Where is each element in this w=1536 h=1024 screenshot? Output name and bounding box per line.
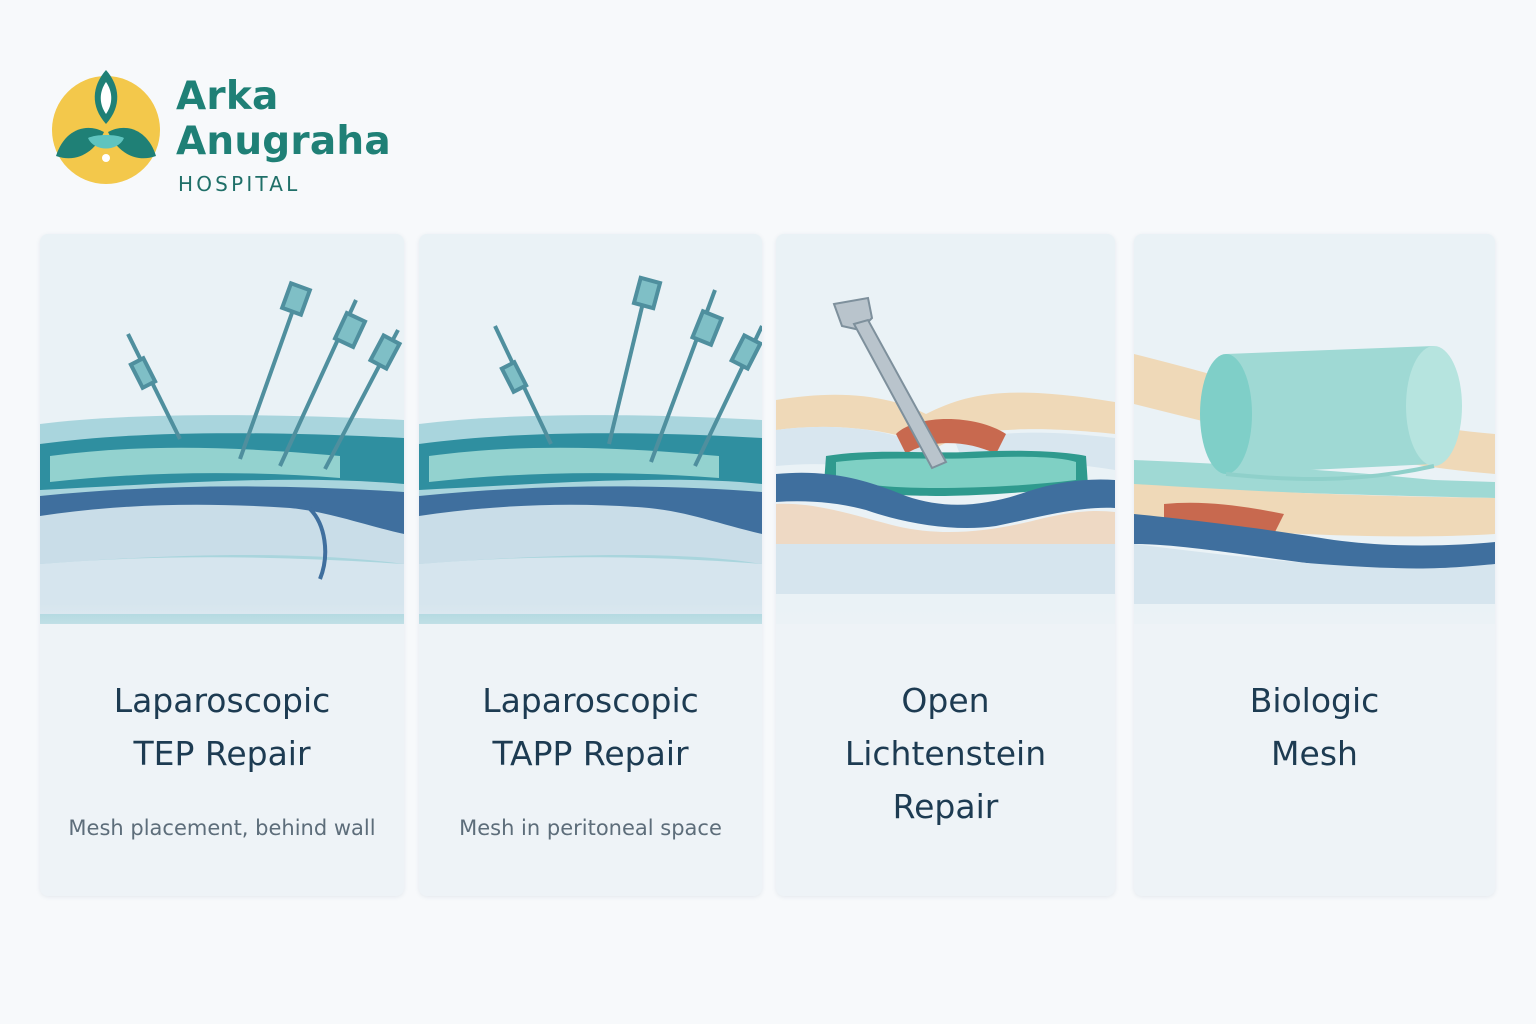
card-subtitle: Mesh in peritoneal space [459, 816, 722, 840]
logo-line-anugraha: Anugraha [176, 119, 391, 164]
card-biologic-mesh[interactable]: Biologic Mesh [1134, 234, 1495, 896]
illustration-fade [776, 604, 1115, 664]
card-title: Laparoscopic TEP Repair [113, 681, 331, 773]
open-repair-illustration [776, 234, 1115, 624]
logo-line-hospital: HOSPITAL [178, 172, 301, 196]
logo-emblem-icon [52, 70, 160, 184]
laparoscopic-instruments-illustration [40, 234, 404, 624]
illustration-fade [1134, 604, 1495, 664]
biologic-mesh-roll-illustration [1134, 234, 1495, 624]
card-tapp-repair[interactable]: Laparoscopic TAPP Repair Mesh in periton… [419, 234, 762, 896]
card-title: Laparoscopic TAPP Repair [482, 681, 699, 773]
card-title: Biologic Mesh [1249, 681, 1380, 773]
hospital-logo: Arka Anugraha HOSPITAL [52, 68, 432, 208]
card-title: Open Lichtenstein Repair [844, 681, 1047, 826]
card-subtitle: Mesh placement, behind wall [68, 816, 376, 840]
laparoscopic-instruments-illustration [419, 234, 762, 624]
logo-line-arka: Arka [176, 74, 279, 119]
illustration-fade [419, 604, 762, 664]
card-lichtenstein-repair[interactable]: Open Lichtenstein Repair [776, 234, 1115, 896]
card-tep-repair[interactable]: Laparoscopic TEP Repair Mesh placement, … [40, 234, 404, 896]
illustration-fade [40, 604, 404, 664]
